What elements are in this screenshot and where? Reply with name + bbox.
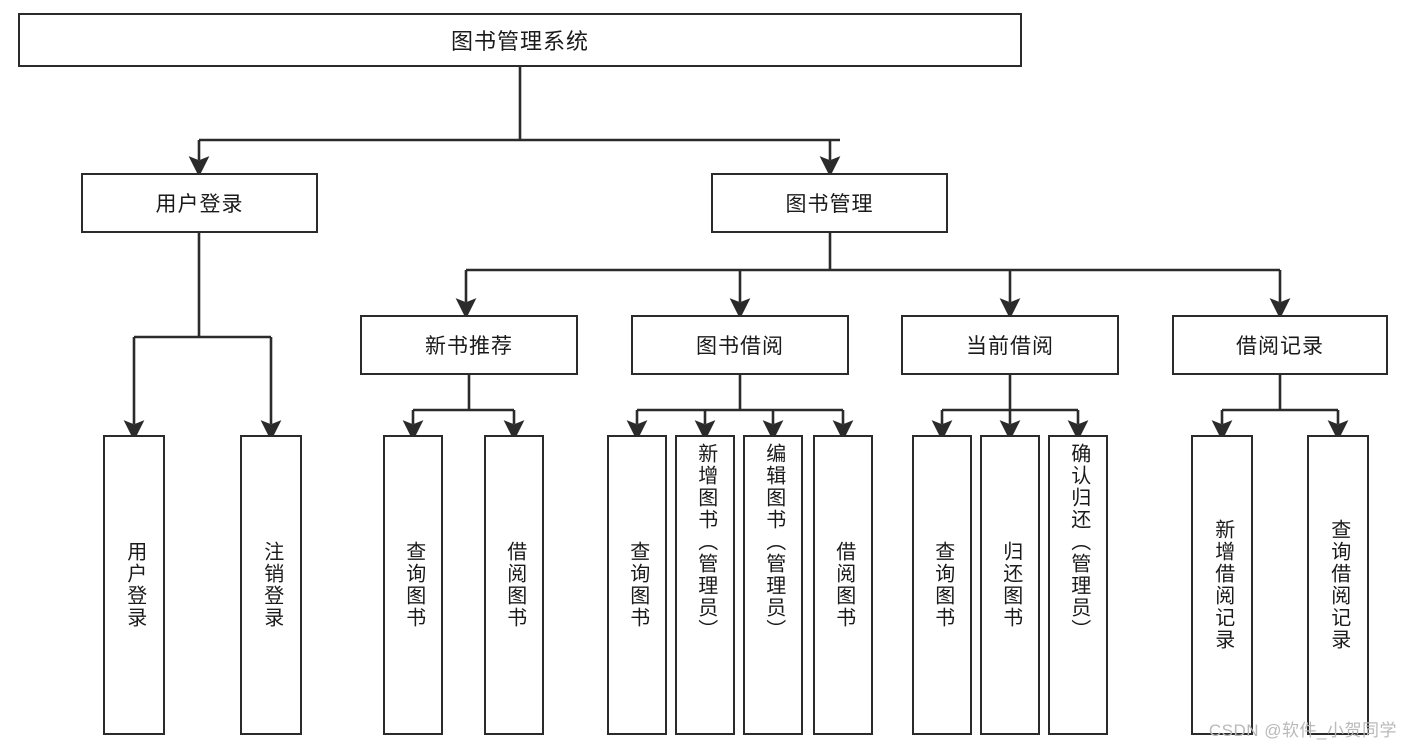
node-label: 借阅图书 xyxy=(503,541,526,629)
node-root-system[interactable]: 图书管理系统 xyxy=(18,13,1022,67)
node-borrow-records[interactable]: 借阅记录 xyxy=(1172,315,1388,375)
leaf-query-book-current[interactable]: 查询图书 xyxy=(912,435,972,735)
node-label: 用户登录 xyxy=(155,193,244,216)
node-current-borrow[interactable]: 当前借阅 xyxy=(901,315,1119,375)
node-label: 借阅记录 xyxy=(1236,335,1324,358)
leaf-add-borrow-record[interactable]: 新增借阅记录 xyxy=(1191,435,1253,735)
node-label: 查询图书 xyxy=(402,541,425,629)
node-label: 图书管理 xyxy=(785,193,874,216)
leaf-borrow-book-new[interactable]: 借阅图书 xyxy=(484,435,544,735)
leaf-logout[interactable]: 注销登录 xyxy=(240,435,302,735)
node-label: 新增借阅记录 xyxy=(1211,519,1234,651)
leaf-edit-book-admin[interactable]: 编辑图书（管理员） xyxy=(743,435,803,735)
leaf-query-book-borrow[interactable]: 查询图书 xyxy=(607,435,667,735)
node-book-borrow[interactable]: 图书借阅 xyxy=(631,315,849,375)
leaf-query-book-new[interactable]: 查询图书 xyxy=(383,435,443,735)
node-label: 查询图书 xyxy=(931,541,954,629)
node-label: 确认归还（管理员） xyxy=(1067,443,1090,641)
leaf-borrow-book[interactable]: 借阅图书 xyxy=(813,435,873,735)
node-label: 注销登录 xyxy=(260,541,283,629)
node-label: 图书借阅 xyxy=(696,335,784,358)
node-book-management[interactable]: 图书管理 xyxy=(711,173,948,233)
leaf-confirm-return-admin[interactable]: 确认归还（管理员） xyxy=(1048,435,1108,735)
watermark: CSDN @软件_小贺同学 xyxy=(1208,721,1397,740)
leaf-user-login[interactable]: 用户登录 xyxy=(103,435,165,735)
node-user-login[interactable]: 用户登录 xyxy=(81,173,318,233)
node-label: 新书推荐 xyxy=(425,335,513,358)
node-label: 查询借阅记录 xyxy=(1327,519,1350,651)
node-label: 图书管理系统 xyxy=(450,29,589,54)
node-label: 编辑图书（管理员） xyxy=(762,443,785,641)
node-label: 归还图书 xyxy=(999,541,1022,629)
node-new-book-recommend[interactable]: 新书推荐 xyxy=(360,315,578,375)
node-label: 新增图书（管理员） xyxy=(694,443,717,641)
leaf-add-book-admin[interactable]: 新增图书（管理员） xyxy=(675,435,735,735)
leaf-query-borrow-record[interactable]: 查询借阅记录 xyxy=(1307,435,1369,735)
node-label: 查询图书 xyxy=(626,541,649,629)
node-label: 用户登录 xyxy=(123,541,146,629)
node-label: 当前借阅 xyxy=(966,335,1054,358)
node-label: 借阅图书 xyxy=(832,541,855,629)
leaf-return-book[interactable]: 归还图书 xyxy=(980,435,1040,735)
